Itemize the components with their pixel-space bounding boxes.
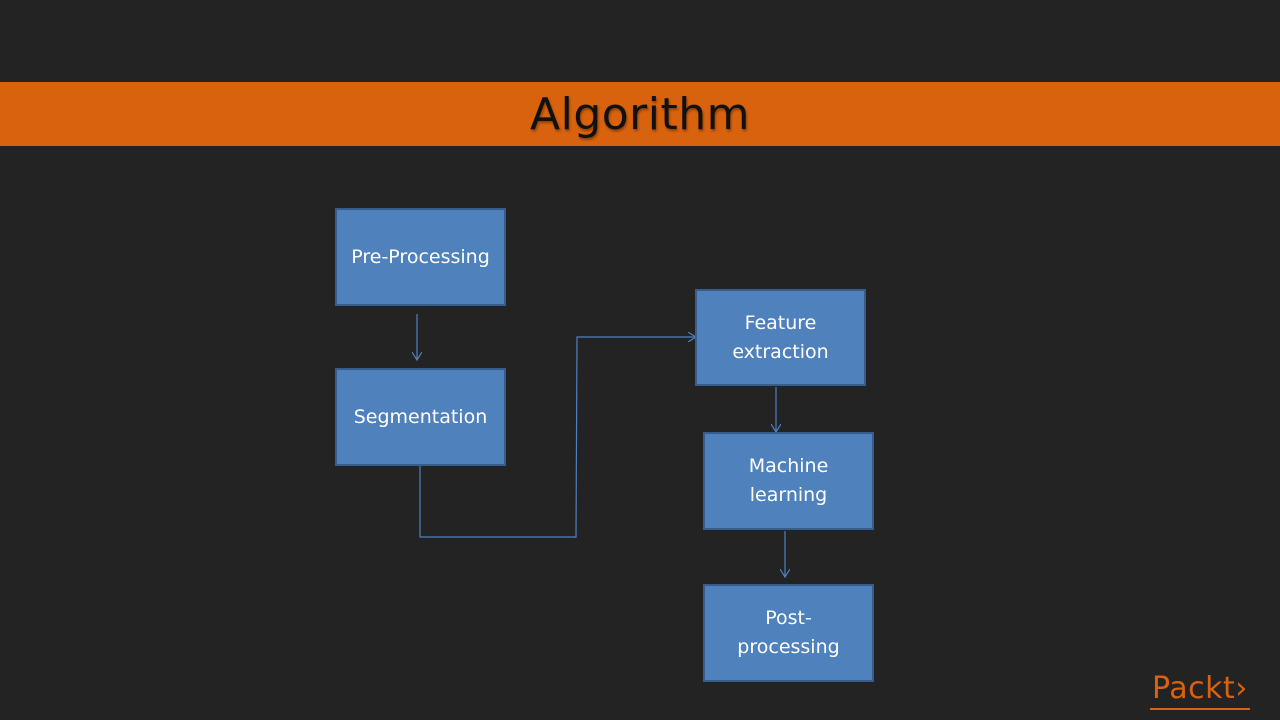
title-band: Algorithm (0, 82, 1280, 146)
slide-title: Algorithm (530, 88, 750, 140)
node-pre-processing: Pre-Processing (335, 208, 506, 306)
node-segmentation: Segmentation (335, 368, 506, 466)
node-post-processing: Post- processing (703, 584, 874, 682)
node-feature-extraction: Feature extraction (695, 289, 866, 386)
node-machine-learning: Machine learning (703, 432, 874, 530)
packt-logo: Packt› (1150, 672, 1250, 710)
edge-seg-to-feat (419, 337, 696, 538)
